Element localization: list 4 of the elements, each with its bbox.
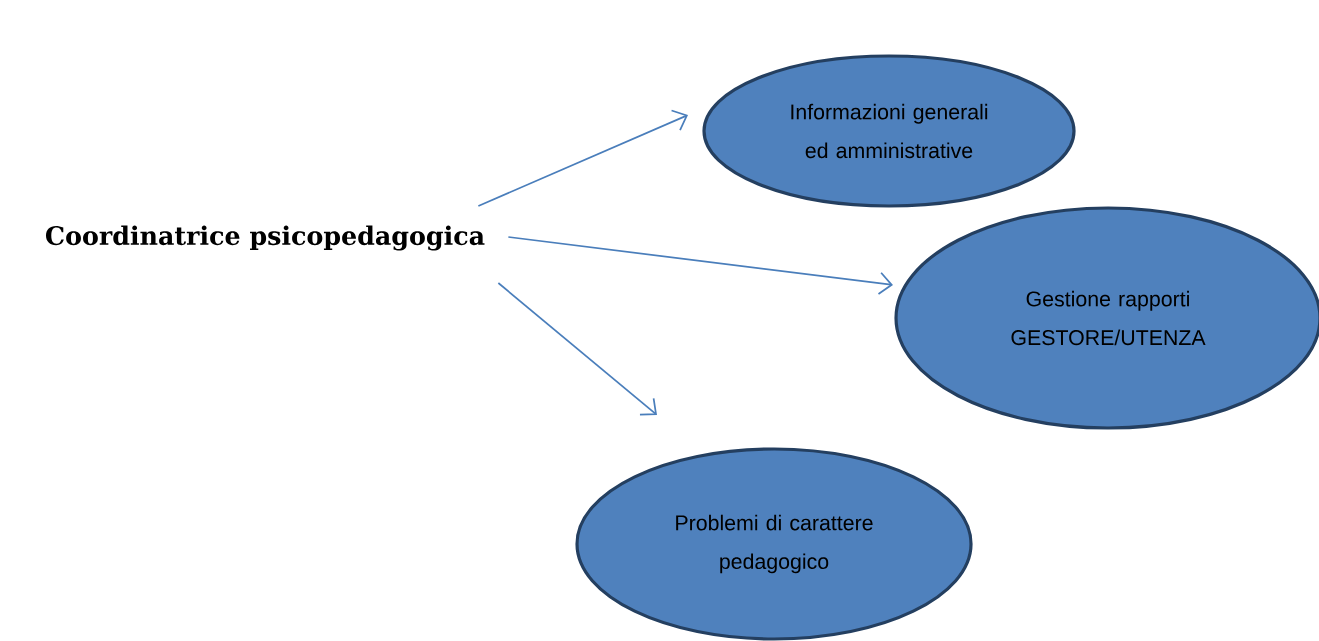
arrow [477, 109, 688, 207]
arrow [497, 282, 657, 416]
title-text: Coordinatrice psicopedagogica [46, 225, 485, 251]
arrow [507, 236, 893, 295]
